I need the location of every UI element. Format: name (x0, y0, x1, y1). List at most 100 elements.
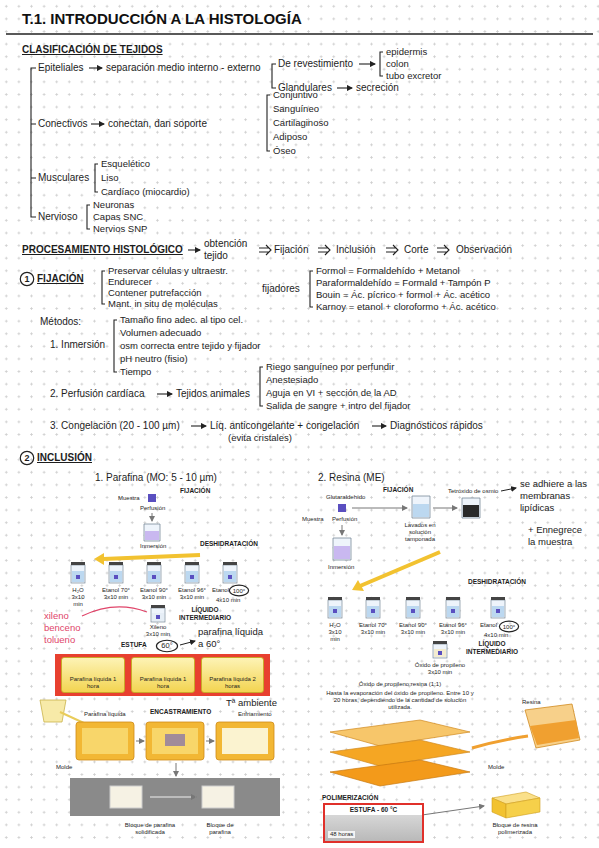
bracket (114, 320, 117, 372)
jar (433, 644, 447, 658)
figure-caption: Muestra (302, 516, 324, 523)
beaker (412, 496, 430, 518)
jar-cap (147, 562, 161, 565)
sample-cube (371, 609, 375, 613)
note-text: Conjuntivo (273, 89, 318, 100)
jar-cap (446, 597, 460, 600)
note-text: conectan, dan soporte (108, 118, 207, 130)
note-text: Paraformaldehído = Formald + Tampón P (316, 277, 491, 288)
note-text: separación medio interno - externo (106, 62, 261, 74)
process-arrow-head (352, 580, 364, 591)
sample-cube (451, 609, 455, 613)
jar (366, 600, 380, 618)
beaker (462, 498, 480, 518)
circle-outline (229, 585, 248, 596)
double-arrow (259, 245, 271, 255)
node-text: 48 horas (328, 831, 355, 838)
figure-caption: Tetróxido de osmio (448, 488, 498, 495)
arrow (188, 249, 200, 250)
figure-caption: Etanol (480, 622, 497, 629)
section-heading: CLASIFICACIÓN DE TEJIDOS (22, 44, 163, 56)
note-text: Esquelético (101, 158, 150, 169)
paraffin-bath: Parafina líquida 2 horas (201, 657, 264, 693)
jar-cap (366, 597, 380, 600)
note-text: Cartilaginoso (273, 117, 328, 128)
handwritten-note: Tª ambiente (226, 697, 277, 709)
note-text: 2. Perfusión cardíaca (50, 388, 145, 400)
sample-cube (496, 609, 500, 613)
molds (76, 722, 274, 760)
sample-cube (333, 609, 337, 613)
section-heading: FIJACIÓN (37, 273, 84, 285)
figure-caption: Bloque de resina polimerizada (485, 822, 545, 836)
figure-caption: Enfriamiento (238, 711, 272, 718)
mold (146, 722, 204, 760)
arrow (191, 425, 206, 426)
node-text: 60° (161, 642, 172, 650)
node-text: Parafina líquida 2 horas (202, 676, 263, 692)
figure-caption: Inmersión (328, 564, 354, 571)
mold (330, 740, 470, 766)
arrow (91, 123, 104, 124)
leader-arrow (501, 488, 516, 491)
node-text: 2 (24, 454, 29, 463)
double-arrows (259, 245, 449, 255)
note-text: Adiposo (273, 131, 307, 142)
note-text: osm correcta entre tejido y fijador (120, 340, 260, 351)
note-text: Riego sanguíneo por perfundir (266, 361, 394, 372)
jar-liquid (152, 613, 164, 621)
jar (406, 600, 420, 618)
arrow (136, 741, 144, 742)
node-text: ESTUFA - 60 °C (325, 805, 422, 815)
arrow (152, 513, 153, 521)
mold-fill (152, 728, 198, 754)
jar (328, 600, 342, 618)
leader-arrow (180, 641, 195, 645)
circled-number: 1 (20, 272, 34, 286)
jar-liquid (434, 649, 446, 657)
figure-caption: Resina (522, 699, 541, 706)
process-arrow-head (94, 553, 104, 565)
figure-caption: Perfusión (140, 505, 165, 512)
bracket (272, 64, 276, 88)
note-text: Tejidos animales (176, 388, 250, 400)
note-text: Sanguíneo (273, 103, 319, 114)
jar (223, 565, 237, 583)
jar (109, 565, 123, 583)
figure-caption: 4x10 min (484, 632, 508, 639)
jar-liquid (148, 571, 160, 582)
note-text: Nervios SNP (93, 223, 147, 234)
note-text: Salida de sangre + intro del fijador (266, 400, 410, 411)
circle-outline (156, 640, 177, 652)
note-text: Neuronas (93, 199, 134, 210)
handwritten-note: + Ennegrece la muestra (528, 524, 586, 548)
bracket (310, 271, 313, 307)
paraffin-block (110, 786, 142, 808)
note-text: 3. Congelación (20 - 100 µm) (50, 420, 180, 432)
circled-number: 2 (20, 451, 34, 465)
node-text: 100° (233, 588, 245, 594)
arrow (206, 741, 214, 742)
process-arrow (360, 552, 440, 586)
figure-caption: Glutaraldehído (326, 494, 365, 501)
arrow (157, 393, 172, 394)
beaker-liquid (413, 504, 429, 517)
note-text: Capas SNC (93, 211, 143, 222)
title-rule (6, 33, 593, 35)
sample-cube (148, 494, 156, 502)
note-text: pH neutro (fisio) (120, 353, 188, 364)
note-text: Tamaño fino adec. al tipo cel. (120, 314, 243, 325)
beaker-liquid (145, 531, 159, 540)
note-text: Epiteliales (38, 62, 84, 74)
jar-row (71, 562, 237, 583)
figure-caption: Molde (56, 764, 72, 771)
note-text: Líq. anticongelante + congelación (210, 420, 359, 432)
jar-cap (433, 641, 447, 644)
resin-pour (472, 736, 528, 748)
jar-liquid (447, 606, 459, 617)
block-strip (70, 778, 280, 816)
mold (76, 722, 134, 760)
page-title: T.1. INTRODUCCIÓN A LA HISTOLOGÍA (22, 10, 302, 28)
section-heading: PROCESAMIENTO HISTOLÓGICO (22, 244, 183, 256)
circle-outline (20, 272, 33, 285)
